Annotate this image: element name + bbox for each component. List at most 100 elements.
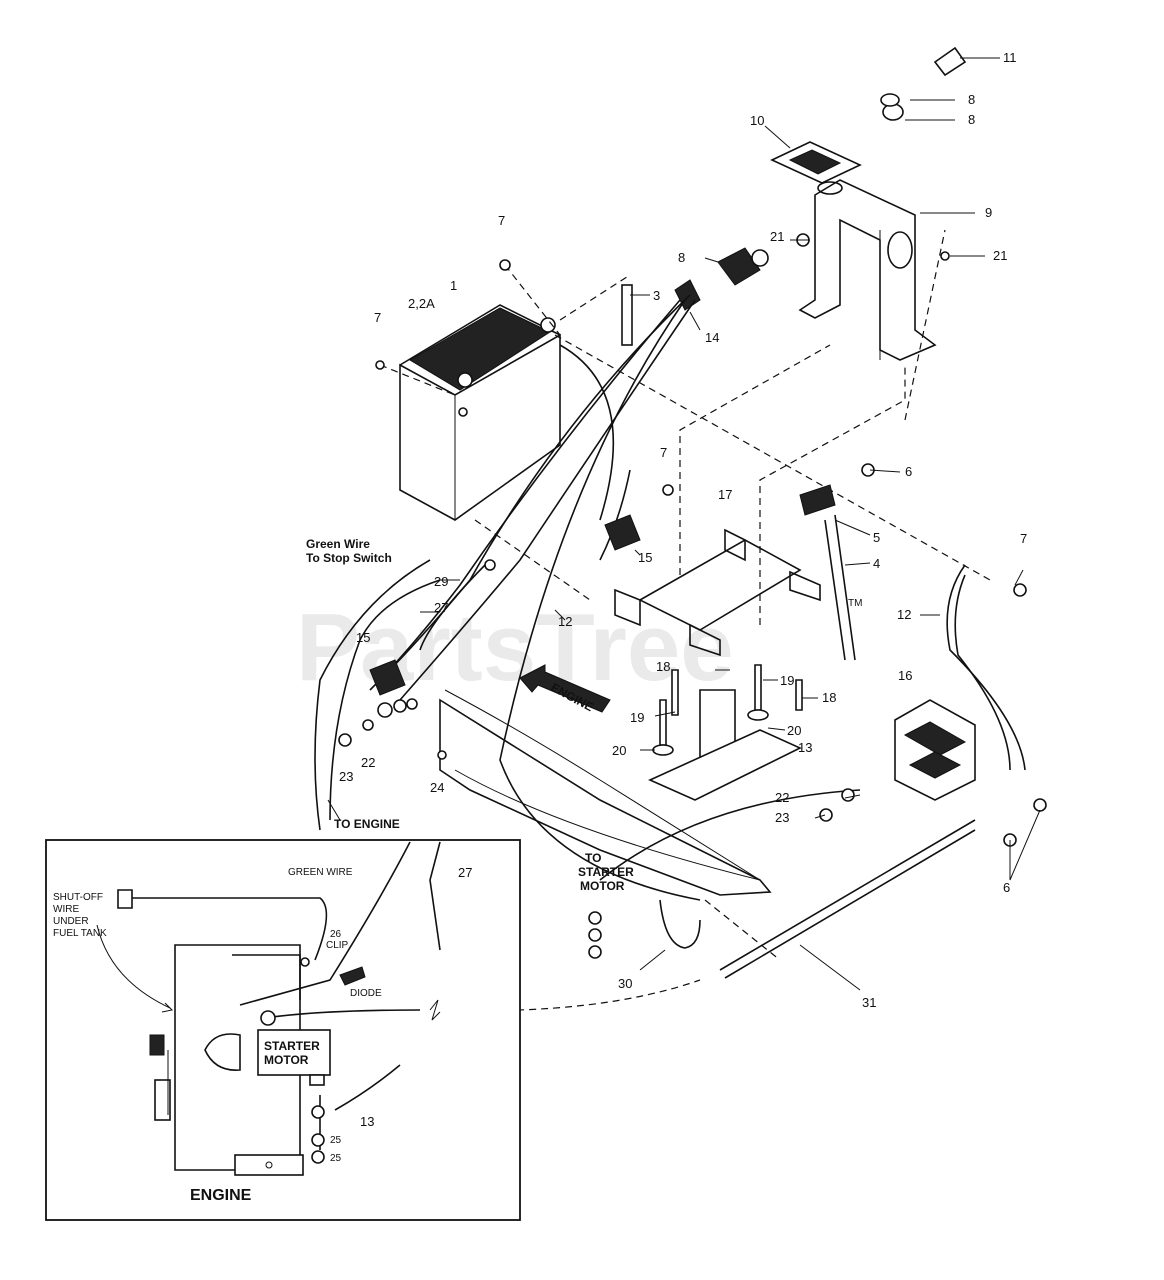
callout-22a: 22 bbox=[361, 755, 375, 770]
inset-callout-13: 13 bbox=[360, 1114, 374, 1129]
battery-terminal-pos bbox=[540, 317, 556, 333]
bolt-19a bbox=[659, 699, 667, 746]
callout-13a: 13 bbox=[798, 740, 812, 755]
callout-21a: 21 bbox=[770, 229, 784, 244]
starter-motor-box bbox=[257, 1029, 331, 1076]
callout-7c: 7 bbox=[660, 445, 667, 460]
small-parts bbox=[338, 233, 1047, 959]
callout-31: 31 bbox=[862, 995, 876, 1010]
solenoid bbox=[894, 699, 976, 801]
mount-post bbox=[648, 689, 802, 801]
battery bbox=[399, 304, 561, 521]
ground-strap bbox=[799, 484, 836, 516]
inset-shutoff-4: FUEL TANK bbox=[53, 928, 107, 939]
inset-diode: DIODE bbox=[350, 988, 382, 999]
bolt-19b bbox=[754, 664, 762, 711]
callout-15b: 15 bbox=[638, 550, 652, 565]
battery-cable-red bbox=[946, 564, 1026, 771]
fuse-holder bbox=[621, 284, 633, 346]
nut-24 bbox=[437, 750, 447, 760]
bolt-18a bbox=[671, 669, 679, 716]
watermark-text: PartsTree bbox=[296, 594, 734, 701]
engine-direction-arrow bbox=[519, 664, 611, 713]
callout-14: 14 bbox=[705, 330, 719, 345]
wiring-harness bbox=[314, 294, 1026, 979]
inset-callout-27: 27 bbox=[458, 865, 472, 880]
label-green-wire: Green Wire bbox=[306, 537, 370, 551]
wire-sleeve bbox=[824, 519, 846, 661]
callout-21b: 21 bbox=[993, 248, 1007, 263]
diode-icon bbox=[339, 966, 366, 986]
engine-inset: GREEN WIRE 27 SHUT-OFF WIRE UNDER FUEL T… bbox=[45, 839, 521, 1221]
callout-20b: 20 bbox=[787, 723, 801, 738]
callout-20a: 20 bbox=[612, 743, 626, 758]
nut-23 bbox=[338, 733, 352, 747]
callout-27a: 27 bbox=[434, 600, 448, 615]
label-to-engine: TO ENGINE bbox=[334, 817, 400, 831]
callout-29: 29 bbox=[434, 574, 448, 589]
terminal-cover bbox=[659, 899, 701, 949]
callout-3: 3 bbox=[653, 288, 660, 303]
callout-10: 10 bbox=[750, 113, 764, 128]
callout-11: 11 bbox=[1003, 50, 1017, 65]
callout-17: 17 bbox=[718, 487, 732, 502]
callout-7b: 7 bbox=[374, 310, 381, 325]
inset-starter-2: MOTOR bbox=[264, 1053, 309, 1067]
inset-shutoff-3: UNDER bbox=[53, 916, 89, 927]
inset-callout-25a: 25 bbox=[330, 1135, 342, 1146]
callout-6a: 6 bbox=[905, 464, 912, 479]
battery-terminal-neg bbox=[457, 372, 473, 388]
inset-starter-1: STARTER bbox=[264, 1039, 320, 1053]
callout-8a: 8 bbox=[968, 92, 975, 107]
clip-29 bbox=[484, 559, 496, 571]
callout-1: 1 bbox=[450, 278, 457, 293]
callout-12a: 12 bbox=[558, 614, 572, 629]
callout-23b: 23 bbox=[775, 810, 789, 825]
callout-6b: 6 bbox=[1003, 880, 1010, 895]
leader-lines bbox=[327, 57, 1041, 991]
callout-16: 16 bbox=[898, 668, 912, 683]
callout-19a: 19 bbox=[630, 710, 644, 725]
callout-19b: 19 bbox=[780, 673, 794, 688]
callout-22b: 22 bbox=[775, 790, 789, 805]
callout-24: 24 bbox=[430, 780, 444, 795]
inset-green-wire: GREEN WIRE bbox=[288, 867, 353, 878]
battery-bracket bbox=[798, 179, 937, 361]
callout-18a: 18 bbox=[656, 659, 670, 674]
callout-30: 30 bbox=[618, 976, 632, 991]
callout-5: 5 bbox=[873, 530, 880, 545]
callout-2-2a: 2,2A bbox=[408, 296, 435, 311]
fuel-valve-icon bbox=[149, 1034, 165, 1056]
label-to-starter-3: MOTOR bbox=[580, 879, 625, 893]
label-to-starter-1: TO bbox=[585, 851, 601, 865]
inset-engine-title: ENGINE bbox=[190, 1187, 252, 1204]
inset-callout-25b: 25 bbox=[330, 1153, 342, 1164]
callout-4: 4 bbox=[873, 556, 880, 571]
callout-9: 9 bbox=[985, 205, 992, 220]
callout-numbers: 11 8 8 10 9 21 21 8 7 1 2,2A 7 3 14 7 17… bbox=[339, 50, 1027, 1010]
inset-shutoff-2: WIRE bbox=[53, 904, 79, 915]
callout-12b: 12 bbox=[897, 607, 911, 622]
ignition-key bbox=[933, 46, 967, 77]
inset-callout-26: 26 bbox=[330, 929, 342, 940]
shutoff-connector-icon bbox=[117, 889, 133, 909]
starter-cable bbox=[719, 819, 976, 971]
engine-deck bbox=[439, 689, 772, 896]
connector-15-right bbox=[604, 514, 641, 551]
decal-plate bbox=[770, 141, 862, 184]
bolt-18b bbox=[795, 679, 803, 711]
callout-8b: 8 bbox=[968, 112, 975, 127]
clip-icon bbox=[300, 957, 310, 967]
inset-clip: CLIP bbox=[326, 940, 349, 951]
label-to-starter-2: STARTER bbox=[578, 865, 634, 879]
callout-15a: 15 bbox=[356, 630, 370, 645]
washer-22 bbox=[362, 719, 374, 731]
callout-23a: 23 bbox=[339, 769, 353, 784]
inset-shutoff-1: SHUT-OFF bbox=[53, 892, 103, 903]
callout-7d: 7 bbox=[1020, 531, 1027, 546]
connector-15-left bbox=[369, 659, 406, 696]
ignition-switch bbox=[717, 46, 967, 286]
callout-7a: 7 bbox=[498, 213, 505, 228]
trademark-text: TM bbox=[848, 598, 862, 609]
